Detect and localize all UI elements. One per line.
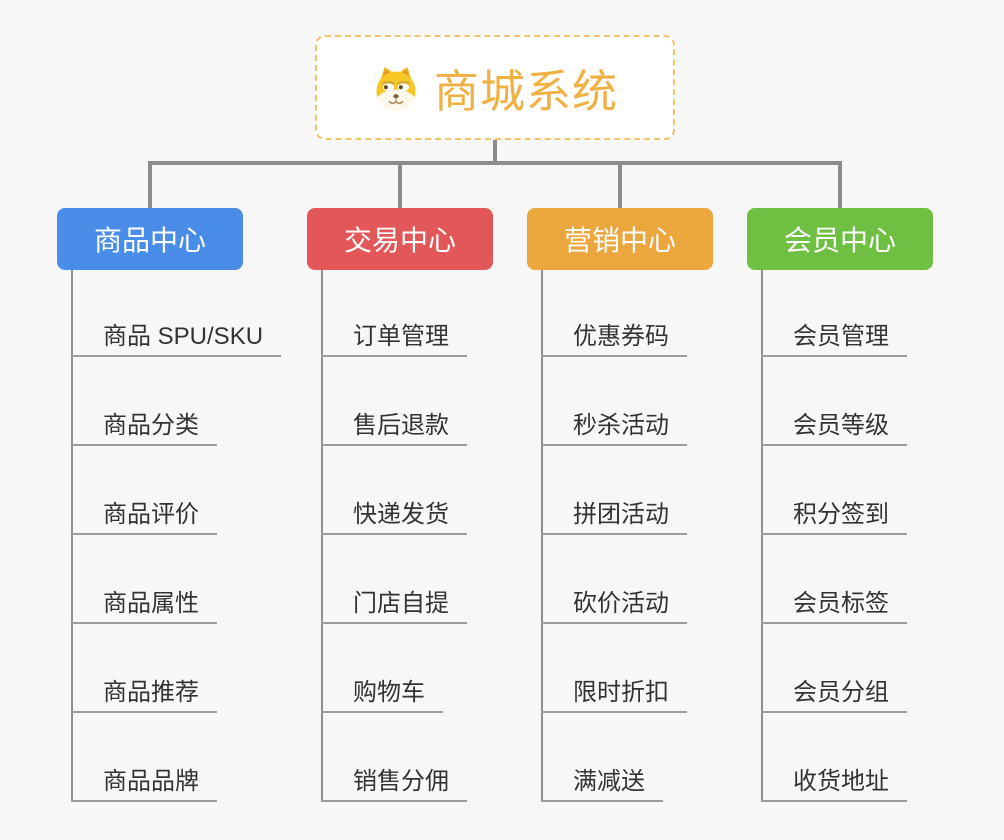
leaf-item[interactable]: 会员管理: [761, 319, 907, 357]
root-connector-line: [493, 140, 497, 164]
branch-trunk-line: [321, 270, 323, 801]
leaf-item[interactable]: 砍价活动: [541, 586, 687, 624]
leaf-item[interactable]: 商品推荐: [71, 675, 217, 713]
leaf-item[interactable]: 满减送: [541, 764, 663, 802]
branch-node[interactable]: 营销中心: [527, 208, 713, 270]
leaf-item[interactable]: 销售分佣: [321, 764, 467, 802]
branch-connector-line: [838, 163, 842, 210]
leaf-item[interactable]: 商品 SPU/SKU: [71, 319, 282, 357]
leaf-item[interactable]: 购物车: [321, 675, 443, 713]
leaf-item[interactable]: 商品分类: [71, 408, 217, 446]
leaf-item[interactable]: 快递发货: [321, 497, 467, 535]
branch-connector-line: [618, 163, 622, 210]
leaf-item[interactable]: 拼团活动: [541, 497, 687, 535]
dog-icon: [372, 64, 420, 112]
branch-node[interactable]: 会员中心: [747, 208, 933, 270]
leaf-item[interactable]: 优惠券码: [541, 319, 687, 357]
branch-node[interactable]: 商品中心: [57, 208, 243, 270]
root-title: 商城系统: [433, 66, 618, 117]
leaf-item[interactable]: 会员等级: [761, 408, 907, 446]
leaf-item[interactable]: 商品评价: [71, 497, 217, 535]
leaf-item[interactable]: 订单管理: [321, 319, 467, 357]
leaf-item[interactable]: 会员标签: [761, 586, 907, 624]
branch-bus-line: [148, 161, 842, 165]
branch-node[interactable]: 交易中心: [307, 208, 493, 270]
branch-connector-line: [398, 163, 402, 210]
branch-connector-line: [148, 163, 152, 210]
branch-trunk-line: [541, 270, 543, 801]
leaf-item[interactable]: 商品品牌: [71, 764, 217, 802]
branch-trunk-line: [761, 270, 763, 801]
root-node[interactable]: 商城系统: [315, 35, 675, 140]
leaf-item[interactable]: 售后退款: [321, 408, 467, 446]
leaf-item[interactable]: 会员分组: [761, 675, 907, 713]
leaf-item[interactable]: 秒杀活动: [541, 408, 687, 446]
leaf-item[interactable]: 商品属性: [71, 586, 217, 624]
leaf-item[interactable]: 门店自提: [321, 586, 467, 624]
leaf-item[interactable]: 积分签到: [761, 497, 907, 535]
leaf-item[interactable]: 收货地址: [761, 764, 907, 802]
leaf-item[interactable]: 限时折扣: [541, 675, 687, 713]
branch-trunk-line: [71, 270, 73, 801]
